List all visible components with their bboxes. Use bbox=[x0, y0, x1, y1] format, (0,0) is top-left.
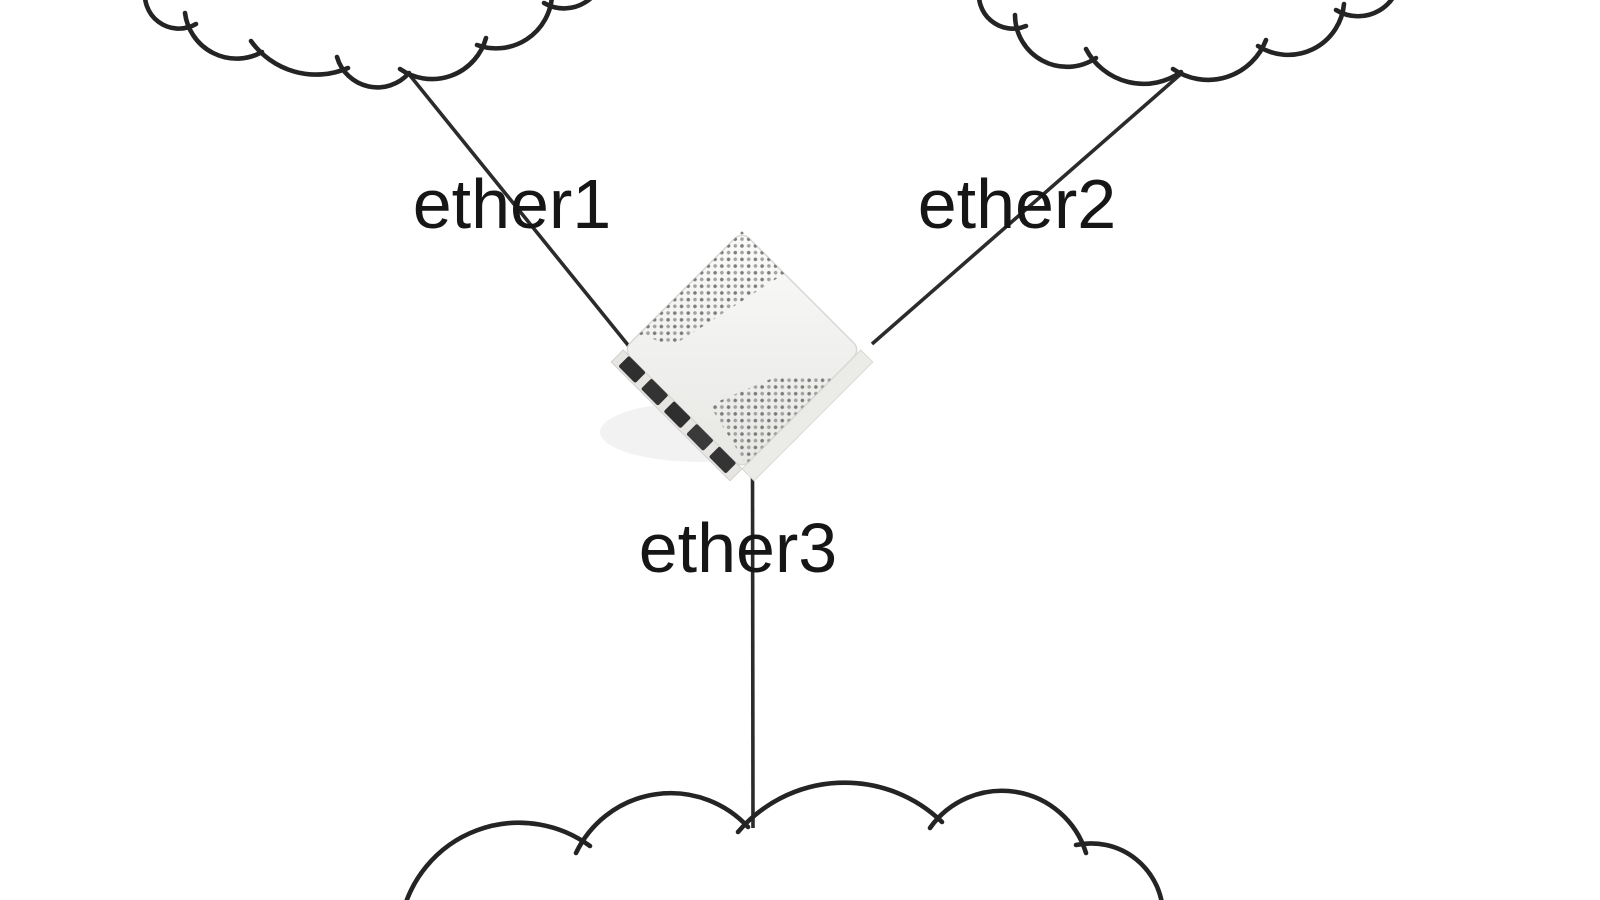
ethernet-port-icon bbox=[664, 401, 691, 428]
router-ports bbox=[619, 356, 736, 473]
vent-holes-right-icon bbox=[709, 375, 833, 465]
link-lines bbox=[406, 71, 1184, 829]
ethernet-port-icon bbox=[686, 424, 713, 451]
ethernet-port-icon bbox=[709, 446, 736, 473]
ether2-label: ether2 bbox=[918, 165, 1116, 243]
router-device-icon bbox=[610, 231, 874, 482]
network-cloud-bottom bbox=[404, 780, 1164, 900]
vent-holes-left-icon bbox=[638, 231, 785, 346]
ether3-label: ether3 bbox=[639, 509, 837, 587]
ethernet-port-icon bbox=[641, 379, 668, 406]
ether2-link-line bbox=[870, 71, 1184, 346]
ethernet-port-icon bbox=[619, 356, 646, 383]
ether1-link-line bbox=[406, 71, 634, 352]
interface-labels: ether1 ether2 ether3 bbox=[413, 165, 1116, 587]
network-cloud-top-left bbox=[143, 0, 593, 90]
ether3-link-line bbox=[750, 461, 755, 829]
ether1-label: ether1 bbox=[413, 165, 611, 243]
network-cloud-top-right bbox=[977, 0, 1395, 87]
